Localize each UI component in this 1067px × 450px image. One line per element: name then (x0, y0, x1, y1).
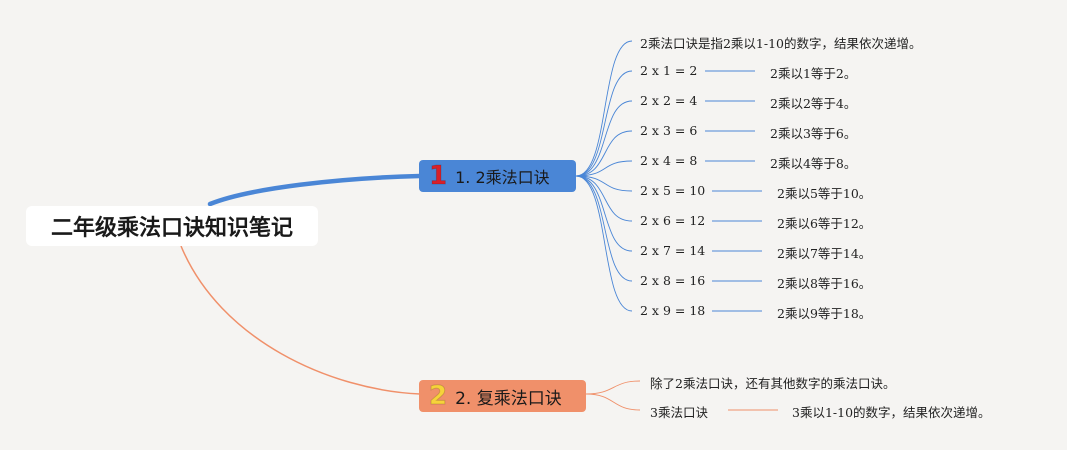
branch-compound-multiplication[interactable]: 2 2. 复乘法口诀 (419, 380, 586, 412)
root-topic[interactable]: 二年级乘法口诀知识笔记 (26, 206, 318, 246)
branch2-label: 2. 复乘法口诀 (455, 388, 562, 409)
row-eq[interactable]: 3乘法口诀 (650, 405, 708, 420)
row-desc[interactable]: 2乘以7等于14。 (777, 246, 872, 261)
row-desc[interactable]: 2乘以1等于2。 (770, 66, 857, 81)
row-desc[interactable]: 2乘以8等于16。 (777, 276, 872, 291)
row-desc[interactable]: 2乘以3等于6。 (770, 126, 857, 141)
branch1-fan-links (575, 40, 633, 312)
root-to-branch1-link (207, 173, 423, 207)
row-eq[interactable]: 2 x 7 = 14 (640, 243, 706, 258)
row-eq[interactable]: 2 x 1 = 2 (640, 63, 698, 78)
row-desc[interactable]: 2乘以5等于10。 (777, 186, 872, 201)
row-desc[interactable]: 2乘以6等于12。 (777, 216, 872, 231)
row-desc[interactable]: 2乘以9等于18。 (777, 306, 872, 321)
row-desc[interactable]: 2乘以2等于4。 (770, 96, 857, 111)
row-eq[interactable]: 2 x 8 = 16 (640, 273, 706, 288)
number-1-icon: 1 (428, 161, 448, 191)
row-eq[interactable]: 2 x 9 = 18 (640, 303, 706, 318)
row-desc[interactable]: 2乘以4等于8。 (770, 156, 857, 171)
branch1-row-connectors (705, 70, 762, 312)
row-eq[interactable]: 2 x 2 = 4 (640, 93, 698, 108)
row-desc[interactable]: 3乘以1-10的数字，结果依次递增。 (792, 405, 991, 420)
number-2-icon: 2 (428, 381, 448, 411)
branch2-fan-links (585, 380, 778, 411)
root-title: 二年级乘法口诀知识笔记 (50, 216, 293, 241)
row-eq[interactable]: 2 x 6 = 12 (640, 213, 706, 228)
root-to-branch2-link (180, 245, 421, 395)
row-eq[interactable]: 2 x 3 = 6 (640, 123, 698, 138)
branch2-intro[interactable]: 除了2乘法口诀，还有其他数字的乘法口诀。 (650, 376, 896, 391)
branch1-intro[interactable]: 2乘法口诀是指2乘以1-10的数字，结果依次递增。 (640, 36, 922, 51)
row-eq[interactable]: 2 x 5 = 10 (640, 183, 706, 198)
row-eq[interactable]: 2 x 4 = 8 (640, 153, 698, 168)
branch1-label: 1. 2乘法口诀 (455, 168, 550, 187)
branch-multiplication-2[interactable]: 1 1. 2乘法口诀 (419, 160, 576, 192)
